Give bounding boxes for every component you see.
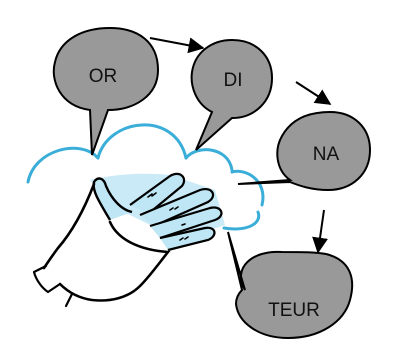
arc-3 bbox=[184, 148, 234, 172]
finger-index bbox=[129, 172, 186, 215]
bubble-di: DI bbox=[190, 38, 274, 151]
bubble-or-label: OR bbox=[89, 66, 118, 87]
arrow-di-to-na bbox=[295, 81, 332, 105]
hand-outline bbox=[42, 182, 171, 302]
arc-5 bbox=[222, 210, 261, 231]
bubble-teur: TEUR bbox=[227, 231, 354, 340]
arc-2 bbox=[96, 123, 188, 160]
bubble-di-shape bbox=[190, 38, 274, 151]
arrow-na-to-teur bbox=[312, 209, 328, 254]
arrow-icon bbox=[149, 37, 332, 254]
bubble-na-label: NA bbox=[313, 144, 340, 165]
finger-ring bbox=[149, 206, 223, 240]
arc-1 bbox=[26, 146, 100, 184]
bubble-teur-shape bbox=[227, 231, 354, 340]
bubble-or: OR bbox=[52, 26, 160, 156]
thumb bbox=[92, 177, 133, 221]
bubble-teur-label: TEUR bbox=[268, 300, 320, 321]
finger-little bbox=[159, 226, 216, 252]
arrow-or-to-di bbox=[149, 37, 205, 54]
bubble-na: NA bbox=[237, 110, 372, 192]
bubble-or-shape bbox=[52, 26, 160, 156]
bubble-di-label: DI bbox=[224, 70, 243, 91]
hand-icon bbox=[32, 172, 225, 308]
knuckle-marks bbox=[147, 192, 189, 241]
wrist-cuff bbox=[32, 264, 74, 308]
bubble-na-shape bbox=[237, 110, 372, 192]
arc-4 bbox=[230, 169, 265, 207]
